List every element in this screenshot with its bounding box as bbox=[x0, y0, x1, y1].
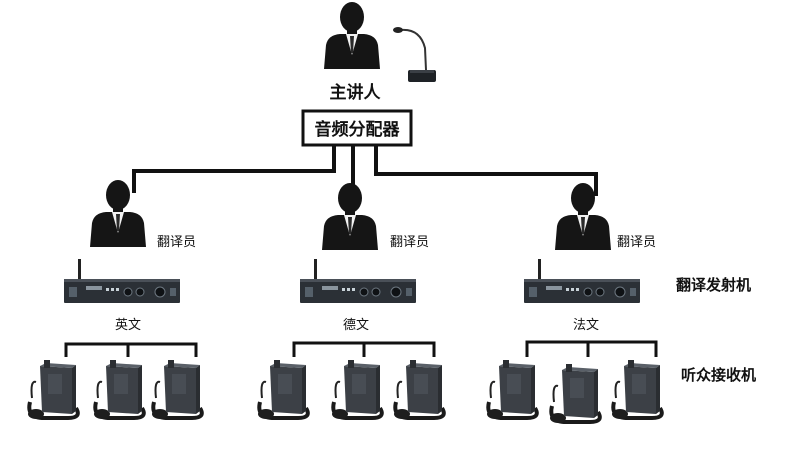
microphone-icon bbox=[393, 27, 436, 82]
receiver-device-icon bbox=[548, 362, 602, 425]
language-label-3: 法文 bbox=[573, 318, 599, 333]
receiver-device-icon bbox=[92, 358, 146, 421]
receiver-device-icon bbox=[485, 358, 539, 421]
transmitter-device-icon bbox=[63, 258, 181, 304]
distribution-lines bbox=[132, 145, 598, 196]
transmitter-label: 翻译发射机 bbox=[676, 276, 751, 294]
interpreter-label-1: 翻译员 bbox=[157, 235, 196, 250]
language-label-1: 英文 bbox=[115, 318, 141, 333]
receiver-device-icon bbox=[256, 358, 310, 421]
language-label-2: 德文 bbox=[343, 318, 369, 333]
transmitter-device-icon bbox=[299, 258, 417, 304]
audio-distributor-label: 音频分配器 bbox=[315, 119, 401, 140]
transmitter-device-icon bbox=[523, 258, 641, 304]
interpreter-label-3: 翻译员 bbox=[617, 235, 656, 250]
speaker-person-icon bbox=[324, 2, 380, 69]
receivers-label: 听众接收机 bbox=[681, 366, 756, 384]
interpreter-label-2: 翻译员 bbox=[390, 235, 429, 250]
interpreter-person-icon bbox=[90, 180, 146, 247]
audio-distributor-box bbox=[301, 109, 413, 147]
interpreter-person-icon bbox=[322, 183, 378, 250]
interpreter-person-icon bbox=[555, 183, 611, 250]
receiver-device-icon bbox=[392, 358, 446, 421]
receiver-bracket-lines bbox=[64, 340, 658, 357]
receiver-device-icon bbox=[330, 358, 384, 421]
speaker-label: 主讲人 bbox=[330, 82, 382, 103]
receiver-device-icon bbox=[150, 358, 204, 421]
receiver-device-icon bbox=[26, 358, 80, 421]
receiver-device-icon bbox=[610, 358, 664, 421]
